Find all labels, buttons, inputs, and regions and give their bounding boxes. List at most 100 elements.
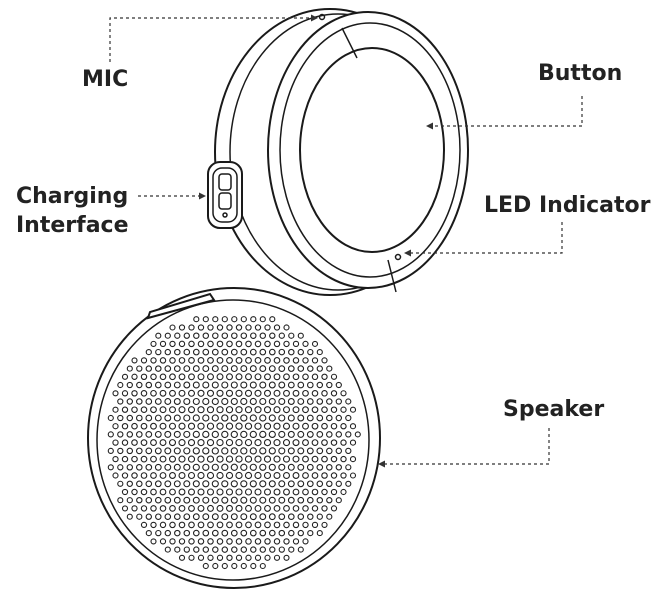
grille-hole: [249, 513, 257, 521]
grille-hole: [154, 430, 162, 438]
grille-hole: [326, 381, 333, 389]
grille-hole: [107, 447, 114, 454]
grille-hole: [178, 389, 186, 397]
grille-hole: [202, 381, 210, 389]
grille-hole: [269, 546, 276, 553]
grille-hole: [221, 480, 229, 488]
grille-hole: [292, 422, 300, 430]
grille-hole: [244, 471, 253, 480]
grille-hole: [126, 431, 134, 438]
grille-hole: [207, 538, 214, 545]
grille-hole: [302, 406, 309, 414]
grille-hole: [117, 398, 124, 405]
grille-hole: [187, 406, 196, 414]
grille-hole: [311, 505, 319, 512]
grille-hole: [292, 538, 300, 545]
grille-hole: [330, 422, 338, 430]
grille-hole: [131, 505, 138, 512]
grille-hole: [140, 439, 148, 446]
grille-hole: [335, 381, 342, 389]
grille-hole: [183, 348, 191, 356]
grille-hole: [221, 397, 229, 406]
grille-hole: [302, 373, 309, 381]
grille-hole: [259, 332, 267, 339]
grille-hole: [259, 397, 267, 406]
grille-hole: [135, 447, 143, 455]
grille-hole: [178, 439, 186, 447]
grille-hole: [330, 390, 338, 397]
grille-hole: [264, 357, 271, 364]
grille-hole: [235, 455, 243, 463]
grille-hole: [316, 447, 324, 455]
grille-hole: [245, 538, 252, 545]
grille-hole: [278, 546, 285, 553]
grille-hole: [206, 471, 215, 480]
grille-hole: [273, 504, 281, 512]
grille-hole: [269, 529, 276, 537]
grille-hole: [121, 472, 129, 479]
grille-hole: [183, 463, 191, 471]
grille-hole: [235, 471, 243, 480]
grille-hole: [178, 455, 186, 463]
grille-hole: [221, 562, 228, 570]
grille-hole: [282, 455, 291, 463]
grille-hole: [302, 538, 309, 545]
grille-hole: [316, 398, 324, 405]
grille-hole: [211, 430, 219, 439]
grille-hole: [292, 488, 300, 496]
grille-hole: [159, 488, 167, 496]
grille-hole: [164, 496, 172, 504]
grille-hole: [126, 381, 133, 389]
grille-hole: [221, 316, 228, 323]
grille-hole: [259, 430, 267, 439]
grille-hole: [202, 447, 210, 455]
speaker-inner-rim: [96, 299, 370, 581]
grille-hole: [283, 538, 290, 545]
grille-hole: [145, 530, 152, 537]
grille-hole: [263, 422, 272, 430]
grille-hole: [169, 373, 176, 381]
grille-hole: [226, 356, 233, 364]
grille-hole: [264, 373, 271, 381]
grille-hole: [121, 439, 129, 446]
grille-hole: [264, 340, 271, 348]
grille-hole: [183, 529, 191, 537]
grille-hole: [268, 430, 276, 438]
grille-hole: [197, 554, 205, 561]
grille-hole: [169, 538, 176, 545]
grille-hole: [178, 505, 186, 512]
grille-hole: [126, 513, 133, 520]
grille-hole: [164, 529, 171, 537]
grille-hole: [292, 406, 300, 414]
grille-hole: [330, 488, 338, 496]
grille-hole: [202, 414, 210, 422]
grille-hole: [297, 513, 305, 520]
grille-hole: [187, 455, 196, 463]
led-arrowhead: [404, 249, 411, 257]
grille-hole: [345, 398, 352, 405]
grille-hole: [250, 546, 257, 553]
grille-hole: [302, 422, 309, 430]
grille-hole: [283, 389, 290, 397]
grille-hole: [245, 504, 252, 512]
grille-hole: [230, 397, 238, 406]
grille-hole: [183, 546, 190, 553]
grille-hole: [188, 521, 195, 529]
grille-hole: [249, 463, 257, 471]
grille-hole: [164, 365, 172, 372]
grille-hole: [221, 414, 229, 422]
grille-hole: [211, 480, 219, 488]
grille-hole: [283, 357, 290, 364]
grille-hole: [221, 381, 229, 389]
grille-hole: [283, 505, 290, 512]
grille-hole: [240, 546, 248, 553]
grille-hole: [249, 529, 257, 537]
charging-port: [207, 161, 243, 229]
grille-hole: [259, 546, 266, 553]
grille-hole: [183, 496, 191, 504]
grille-hole: [287, 480, 295, 488]
grille-hole: [259, 562, 266, 570]
grille-hole: [192, 480, 200, 488]
grille-hole: [240, 381, 248, 389]
grille-hole: [216, 521, 224, 529]
